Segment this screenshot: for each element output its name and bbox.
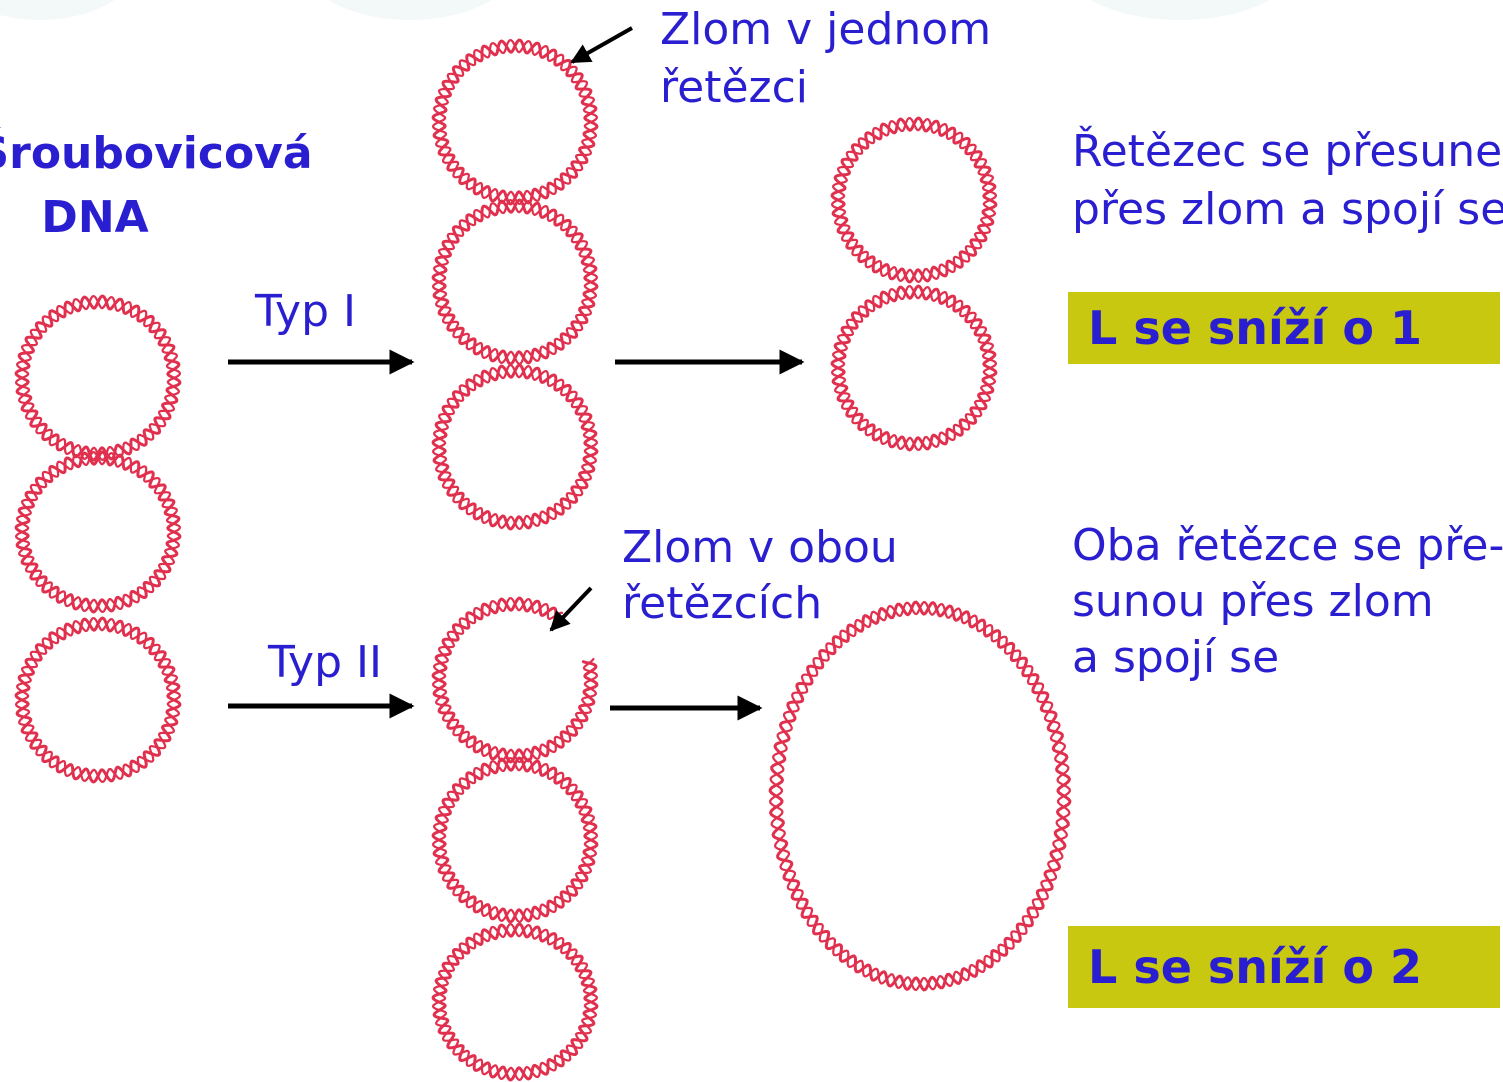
dna-strand <box>431 922 599 1082</box>
result1-text-line2: přes zlom a spojí se <box>1072 184 1503 235</box>
type1-label: Typ I <box>255 286 356 337</box>
dna-strand <box>830 116 998 284</box>
break2-note-line1: Zlom v obou <box>622 522 898 573</box>
type1-result-loop-top <box>830 116 998 284</box>
supercoil-loop-top <box>14 294 182 462</box>
type2-loop-top <box>431 596 599 764</box>
type1-loop-bottom <box>431 363 599 531</box>
dna-strand <box>431 756 599 924</box>
dna-strand <box>431 596 599 764</box>
result2-text-line2: sunou přes zlom <box>1072 576 1434 627</box>
dna-strand <box>14 294 182 462</box>
type1-result-loop-bottom <box>830 284 998 452</box>
dna-strand <box>14 616 182 784</box>
left-title-line1: Šroubovicová <box>0 128 313 179</box>
dna-strand <box>431 363 599 531</box>
type1-loop-top <box>431 38 599 206</box>
dna-strand <box>431 756 599 924</box>
type2-loop-middle <box>431 756 599 924</box>
result2-text-line1: Oba řetězce se pře- <box>1072 520 1503 571</box>
dna-strand <box>431 363 599 531</box>
dna-strand <box>431 198 599 366</box>
dna-strand <box>14 450 182 614</box>
result2-text-line3: a spojí se <box>1072 632 1280 683</box>
dna-strand <box>768 600 1072 992</box>
left-title-line2: DNA <box>41 192 149 243</box>
dna-strand <box>830 284 998 452</box>
supercoil-loop-bottom <box>14 616 182 784</box>
type2-result-loop <box>768 600 1072 992</box>
dna-strand <box>830 116 998 284</box>
type2-loop-bottom <box>431 922 599 1082</box>
break2-note-line2: řetězcích <box>622 578 823 629</box>
dna-strand <box>14 294 182 462</box>
break2-pointer-arrow <box>549 586 593 632</box>
dna-strand <box>431 38 599 206</box>
dna-strand <box>768 600 1072 992</box>
dna-strand <box>431 922 599 1082</box>
dna-strand <box>431 198 599 366</box>
supercoil-loop-middle <box>14 450 182 614</box>
result1-text-line1: Řetězec se přesune <box>1072 126 1503 177</box>
dna-strand <box>431 38 599 206</box>
dna-strand <box>14 616 182 784</box>
dna-strand <box>14 450 182 614</box>
result1-badge: L se sníží o 1 <box>1068 292 1500 364</box>
break1-note-line2: řetězci <box>660 62 809 113</box>
break1-note-line1: Zlom v jednom <box>660 4 992 55</box>
dna-strand <box>431 596 599 764</box>
type2-label: Typ II <box>268 637 382 688</box>
dna-strand <box>830 284 998 452</box>
result2-badge: L se sníží o 2 <box>1068 926 1500 1008</box>
type1-loop-middle <box>431 198 599 366</box>
break1-pointer-arrow <box>570 26 633 64</box>
